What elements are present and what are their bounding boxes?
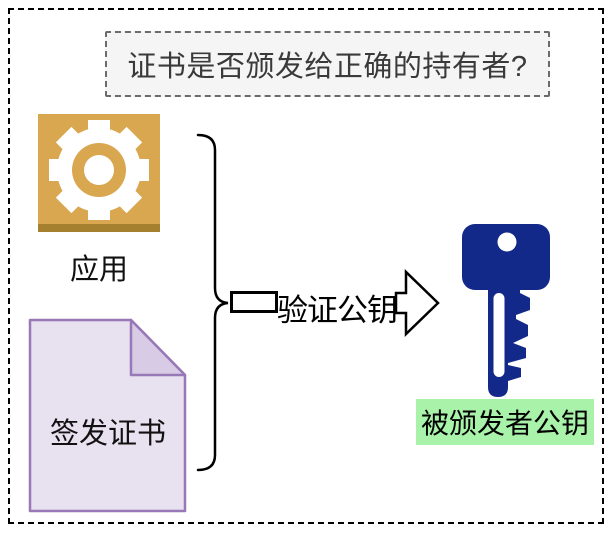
question-box: 证书是否颁发给正确的持有者? — [105, 31, 550, 97]
certificate-label: 签发证书 — [49, 418, 166, 450]
outer-dashed-border — [8, 8, 604, 524]
app-label: 应用 — [69, 254, 128, 286]
arrow-label: 验证公钥 — [277, 293, 398, 328]
issued-public-key-label: 被颁发者公钥 — [416, 399, 595, 445]
key-icon — [462, 224, 550, 397]
document-icon — [28, 318, 187, 513]
question-text: 证书是否颁发给正确的持有者? — [127, 51, 528, 83]
gear-icon — [38, 114, 160, 232]
right-block-arrow-icon — [394, 269, 440, 337]
grouping-brace-icon — [196, 133, 229, 472]
connector-box — [230, 291, 278, 313]
